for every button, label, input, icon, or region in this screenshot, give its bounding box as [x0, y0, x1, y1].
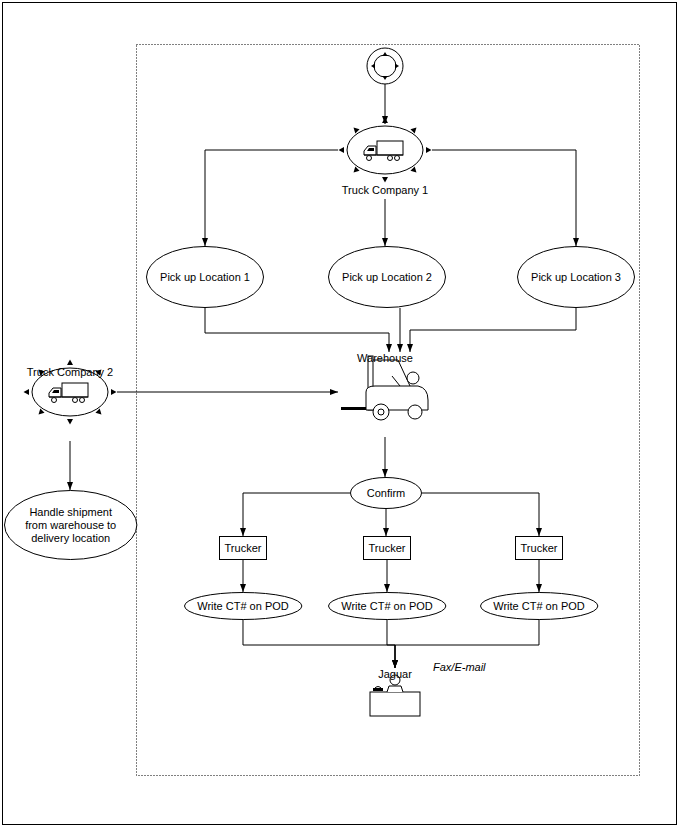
- ellipse-outline: [184, 593, 301, 620]
- truck-icon: [24, 360, 117, 425]
- node-label: Write CT# on POD: [493, 600, 585, 613]
- process-box: Trucker: [515, 536, 564, 560]
- process-ellipse: Pick up Location 3: [517, 246, 635, 308]
- connector: [387, 620, 395, 668]
- warehouse-node: Warehouse: [338, 352, 432, 437]
- connector: [386, 509, 387, 536]
- node-label: Handle shipment from warehouse to delive…: [21, 506, 121, 545]
- forklift-icon: [392, 376, 400, 386]
- start-symbol: [395, 64, 399, 69]
- truck-company-node: Truck Company 2: [23, 366, 117, 441]
- boundary-box: [137, 45, 640, 776]
- page-frame: [3, 3, 677, 825]
- process-ellipse: Pick up Location 2: [328, 246, 446, 308]
- start-symbol: [367, 48, 403, 124]
- connector: [387, 560, 388, 592]
- node-label: Truck Company 2: [27, 366, 113, 379]
- process-box: Trucker: [219, 536, 268, 560]
- connector: [243, 493, 350, 536]
- connector: [117, 392, 338, 393]
- process-ellipse: Write CT# on POD: [480, 592, 598, 620]
- connector: [422, 493, 539, 536]
- start-symbol: [371, 64, 375, 69]
- start-symbol: [367, 48, 403, 84]
- start-symbol: [383, 52, 388, 56]
- connector: [410, 308, 576, 352]
- ellipse-outline: [480, 593, 597, 620]
- node-label: Pick up Location 1: [160, 271, 250, 284]
- person-at-desk-icon: [370, 675, 420, 716]
- process-box: Trucker: [363, 536, 412, 560]
- forklift-icon: [407, 372, 419, 384]
- start-symbol: [383, 76, 388, 80]
- connector: [385, 437, 386, 477]
- connector: [395, 620, 539, 668]
- process-ellipse: Confirm: [350, 477, 422, 509]
- connector: [205, 308, 389, 352]
- forklift-icon: [378, 409, 384, 415]
- node-label: Write CT# on POD: [341, 600, 433, 613]
- node-label: Trucker: [369, 542, 406, 555]
- forklift-icon: [408, 405, 422, 419]
- node-label: Trucker: [521, 542, 558, 555]
- connector: [70, 441, 71, 490]
- truck-icon: [339, 118, 432, 183]
- person-at-desk-icon: [387, 686, 403, 692]
- process-ellipse: Write CT# on POD: [328, 592, 446, 620]
- ellipse-outline: [5, 491, 137, 560]
- person-node: Jaguar: [365, 668, 425, 733]
- node-label: Write CT# on POD: [197, 600, 289, 613]
- ellipse-outline: [351, 478, 422, 509]
- forklift-icon: [373, 404, 389, 420]
- connector: [385, 199, 386, 246]
- node-label: Warehouse: [357, 352, 413, 365]
- line-note: Fax/E-mail: [433, 661, 486, 674]
- connector: [243, 620, 395, 668]
- start-symbol: [374, 55, 396, 77]
- ellipse-outline: [328, 593, 445, 620]
- connector: [243, 560, 244, 592]
- truck-company-node: Truck Company 1: [338, 124, 432, 199]
- process-ellipse: Write CT# on POD: [184, 592, 302, 620]
- forklift-icon: [341, 356, 428, 420]
- node-label: Truck Company 1: [342, 184, 428, 197]
- person-at-desk-icon: [370, 692, 420, 716]
- node-label: Pick up Location 3: [531, 271, 621, 284]
- connector: [400, 308, 401, 352]
- node-label: Jaguar: [378, 668, 412, 681]
- node-label: Pick up Location 2: [342, 271, 432, 284]
- ellipse-outline: [147, 247, 264, 308]
- process-ellipse: Handle shipment from warehouse to delive…: [4, 490, 137, 560]
- connector: [205, 150, 338, 246]
- ellipse-outline: [329, 247, 446, 308]
- node-label: Confirm: [367, 487, 406, 500]
- person-at-desk-icon: [373, 688, 383, 691]
- ellipse-outline: [518, 247, 635, 308]
- node-label: Trucker: [225, 542, 262, 555]
- connector: [539, 560, 540, 592]
- process-ellipse: Pick up Location 1: [146, 246, 264, 308]
- connector: [432, 150, 576, 246]
